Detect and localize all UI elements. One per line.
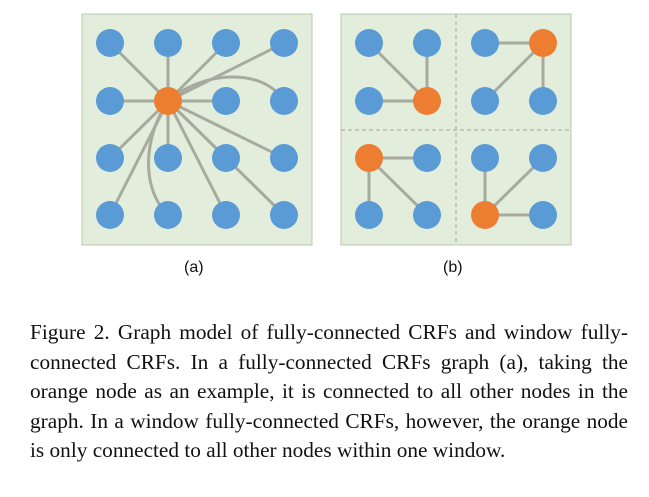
edge xyxy=(166,99,286,160)
edge xyxy=(166,41,286,103)
blue-node xyxy=(529,201,557,229)
blue-node xyxy=(270,144,298,172)
blue-node xyxy=(355,87,383,115)
blue-node xyxy=(212,29,240,57)
blue-node xyxy=(212,87,240,115)
panel-a-nodes xyxy=(96,29,298,229)
blue-node xyxy=(270,29,298,57)
orange-node xyxy=(413,87,441,115)
blue-node xyxy=(270,87,298,115)
blue-node xyxy=(96,201,124,229)
blue-node xyxy=(413,29,441,57)
blue-node xyxy=(154,144,182,172)
blue-node xyxy=(96,87,124,115)
blue-node xyxy=(355,201,383,229)
orange-node xyxy=(471,201,499,229)
blue-node xyxy=(471,87,499,115)
blue-node xyxy=(529,87,557,115)
subfigure-label-a: (a) xyxy=(184,259,204,276)
blue-node xyxy=(154,29,182,57)
blue-node xyxy=(355,29,383,57)
window-dividers xyxy=(341,14,571,245)
panel-b xyxy=(340,13,572,246)
blue-node xyxy=(212,201,240,229)
blue-node xyxy=(471,29,499,57)
blue-node xyxy=(212,144,240,172)
figure-caption: Figure 2. Graph model of fully-connected… xyxy=(30,320,628,462)
blue-node xyxy=(96,29,124,57)
orange-node xyxy=(529,29,557,57)
blue-node xyxy=(529,144,557,172)
blue-node xyxy=(96,144,124,172)
figure-diagram xyxy=(81,13,572,246)
orange-node xyxy=(154,87,182,115)
subfigure-label-b: (b) xyxy=(443,259,463,276)
blue-node xyxy=(413,144,441,172)
panel-b-nodes xyxy=(355,29,557,229)
blue-node xyxy=(471,144,499,172)
blue-node xyxy=(270,201,298,229)
blue-node xyxy=(154,201,182,229)
blue-node xyxy=(413,201,441,229)
edge xyxy=(166,99,228,217)
panel-a xyxy=(81,13,313,246)
orange-node xyxy=(355,144,383,172)
